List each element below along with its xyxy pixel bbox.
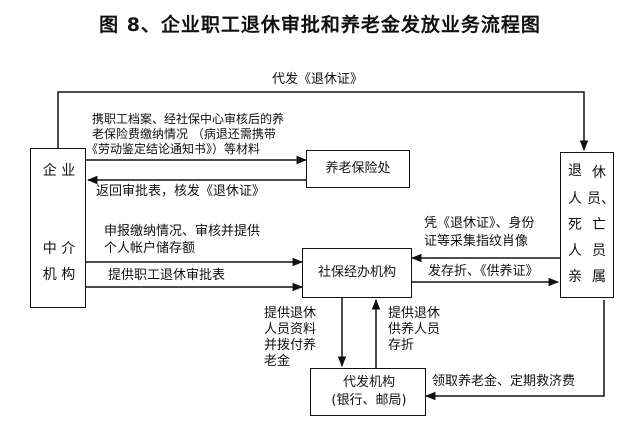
left-box-line3: 机 构 (42, 267, 76, 283)
right-col1-0: 退 (568, 163, 582, 179)
right-col2-2: 亡 (592, 217, 606, 233)
right-col1-4: 亲 (568, 269, 582, 285)
certificate-line2: 证等采集指纹肖像 (424, 234, 529, 249)
carry-docs-line3: 《劳动鉴定结论通知书》）等材料 (86, 142, 261, 156)
social-agency-label: 社保经办机构 (317, 265, 396, 280)
provide-data-line3: 并拨付养 (264, 338, 317, 353)
page-title: 图 8、企业职工退休审批和养老金发放业务流程图 (99, 14, 541, 36)
payout-agency-line2: (银行、邮局) (331, 393, 407, 408)
social-agency-box: 社保经办机构 (302, 248, 412, 298)
retiree-relatives-box: 退 人 死 人 亲 休 员、 亡 员 属 (560, 152, 615, 298)
right-col2-1: 员、 (587, 191, 615, 207)
left-box-line2: 中 介 (42, 241, 76, 257)
right-col2-3: 员 (592, 243, 606, 259)
payout-agency-line1: 代发机构 (342, 375, 395, 390)
right-col1-1: 人 (568, 191, 582, 207)
right-col2-0: 休 (592, 165, 606, 181)
provide-passbook-line3: 存折 (388, 338, 415, 353)
provide-passbook-line2: 供养人员 (388, 322, 441, 337)
carry-docs-line2: 老保险费缴纳情况 （病退还需携带 (92, 127, 276, 141)
collect-pension-label: 领取养老金、定期救济费 (432, 374, 576, 389)
provide-data-line4: 老金 (264, 354, 291, 369)
left-box-line1: 企 业 (42, 163, 76, 179)
top-arrow-label: 代发《退休证》 (272, 72, 364, 87)
enterprise-agency-box: 企 业 中 介 机 构 (30, 148, 86, 308)
declare-line1: 申报缴纳情况、审核并提供 (104, 224, 261, 239)
right-col1-2: 死 (568, 217, 582, 233)
return-approval-label: 返回审批表，核发《退休证》 (96, 184, 266, 199)
payout-agency-box: 代发机构 (银行、邮局) (310, 368, 426, 416)
pension-office-label: 养老保险处 (325, 161, 391, 176)
declare-line2: 个人帐户储存额 (104, 241, 196, 256)
right-col2-4: 属 (592, 269, 606, 285)
carry-docs-line1: 携职工档案、经社保中心审核后的养 (92, 112, 285, 126)
provide-data-line2: 人员资料 (264, 322, 317, 337)
right-col1-3: 人 (568, 243, 582, 259)
top-arrow-path (57, 91, 589, 160)
certificate-line1: 凭《退休证》、身份 (424, 216, 535, 231)
provide-form-label: 提供职工退休审批表 (108, 268, 226, 283)
pension-office-box: 养老保险处 (306, 150, 410, 188)
issue-passbook-label: 发存折、《供养证》 (428, 264, 539, 279)
arrow-collect-pension (424, 300, 605, 401)
provide-passbook-line1: 提供退休 (388, 306, 441, 321)
provide-data-line1: 提供退休 (264, 306, 317, 321)
